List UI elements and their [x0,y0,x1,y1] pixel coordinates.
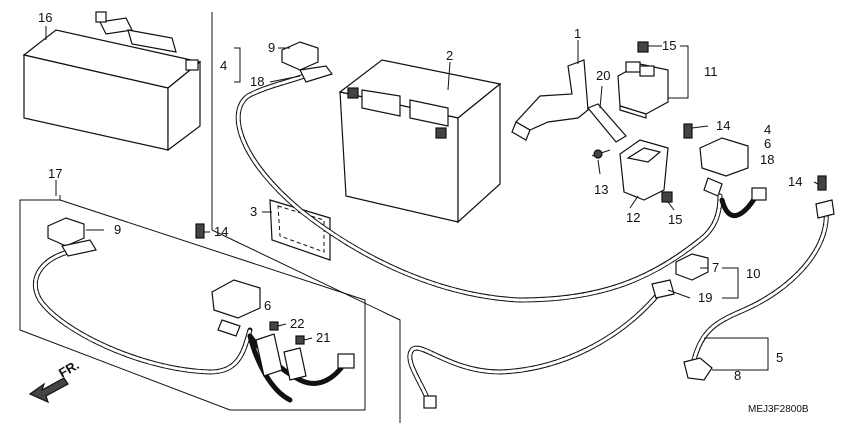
callout-15-lower: 15 [668,212,682,227]
connector-right-upper [719,187,767,218]
diagram-code: MEJ3F2800B [748,404,809,415]
callout-14-upper: 14 [716,118,730,133]
callout-1: 1 [574,26,581,41]
terminal-cap-8 [683,357,713,381]
callout-6-lower: 6 [264,298,271,313]
frame-lines [19,12,401,423]
terminal-cap-7 [675,253,709,281]
bolt-14-a [683,123,693,139]
callout-15-top: 15 [662,38,676,53]
main-cable [235,67,723,303]
direction-arrow-icon [28,377,69,404]
callout-10: 10 [746,266,760,281]
callout-4-right: 4 [764,122,771,137]
callout-14-left: 14 [214,224,228,239]
callout-2: 2 [446,48,453,63]
battery-center [338,59,502,224]
callout-20: 20 [596,68,610,83]
callout-18-top: 18 [250,74,264,89]
relay-bracket [511,59,589,141]
callout-9-top: 9 [268,40,275,55]
callout-5: 5 [776,350,783,365]
callout-7: 7 [712,260,719,275]
callout-9-lower: 9 [114,222,121,237]
callout-22: 22 [290,316,304,331]
bolt-14-b [817,175,827,191]
clip-20 [587,103,627,143]
callout-8: 8 [734,368,741,383]
leader-lines [45,26,819,371]
bolt-13 [591,149,611,159]
starter-relay [617,41,669,119]
callout-21: 21 [316,330,330,345]
battery-large [22,11,202,152]
callout-4-top: 4 [220,58,227,73]
callout-6-right: 6 [764,136,771,151]
fuse-15-lower [661,191,673,203]
callout-17: 17 [48,166,62,181]
callout-3: 3 [250,204,257,219]
bolt-14-c [195,223,205,239]
terminal-cap-upper [699,137,749,197]
callout-11: 11 [704,64,718,79]
callout-13: 13 [594,182,608,197]
ground-cable-5 [691,199,835,363]
direction-label: FR. [56,357,82,380]
callout-14-right: 14 [788,174,802,189]
callout-19: 19 [698,290,712,305]
callout-16: 16 [38,10,52,25]
terminal-18-top [299,65,333,83]
terminal-cap-9-top [281,41,319,71]
cable-19 [407,279,675,409]
callout-labels: 16 9 4 18 2 1 15 11 20 14 4 6 18 14 17 9… [38,10,809,415]
callout-18-right: 18 [760,152,774,167]
battery-pad [269,199,331,261]
relay-cover [619,139,669,201]
fuse-box [255,321,355,381]
callout-12: 12 [626,210,640,225]
terminal-cap-lower [211,279,261,337]
